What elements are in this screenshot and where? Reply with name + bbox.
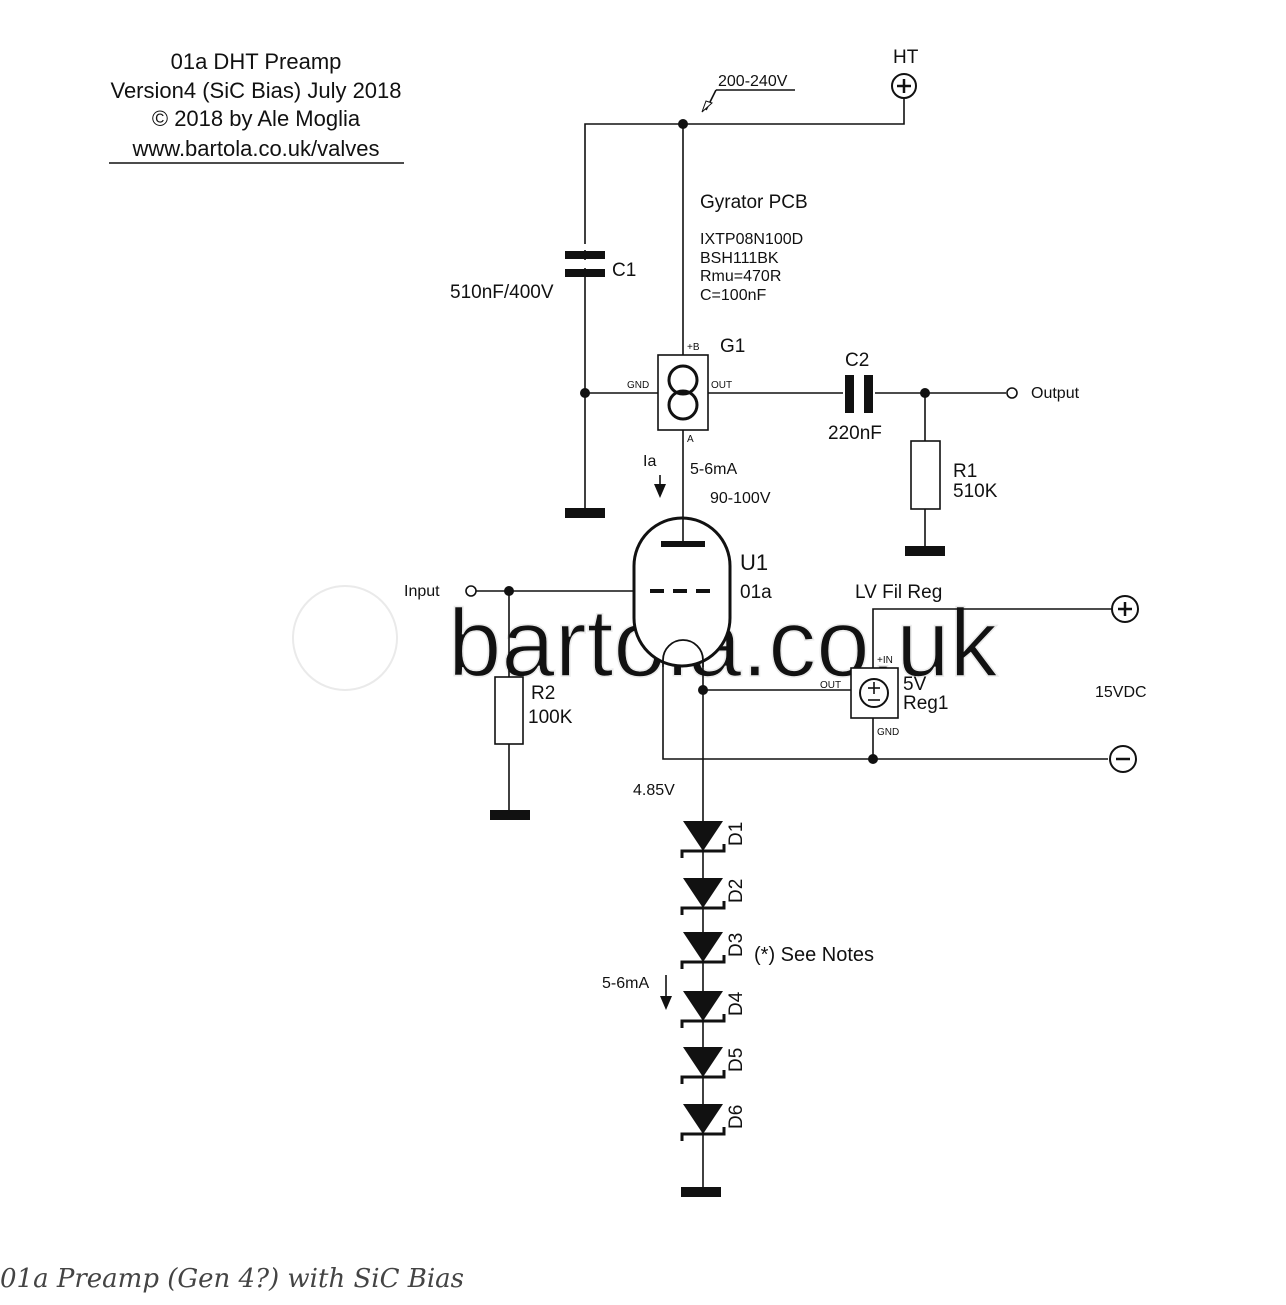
diode-d3: D3 bbox=[680, 932, 747, 969]
diode-d1: D1 bbox=[680, 821, 747, 858]
ht-rail: HT 200-240V bbox=[584, 47, 919, 518]
regulator-pin-in: +IN bbox=[877, 655, 893, 666]
anode-current-label: 5-6mA bbox=[690, 461, 737, 478]
figure-caption: 01a Preamp (Gen 4?) with SiC Bias bbox=[0, 1264, 465, 1294]
gyrator-pin-a: A bbox=[687, 434, 694, 445]
input-label: Input bbox=[404, 583, 440, 600]
output-terminal bbox=[1006, 387, 1018, 399]
gyrator-title: Gyrator PCB bbox=[700, 192, 808, 213]
diode-d2: D2 bbox=[680, 878, 747, 915]
ht-voltage-label: 200-240V bbox=[718, 73, 788, 90]
regulator-voltage: 5V bbox=[903, 674, 927, 695]
r2-value: 100K bbox=[528, 707, 573, 728]
diode-d4: D4 bbox=[680, 991, 747, 1028]
regulator-title: LV Fil Reg bbox=[855, 582, 942, 603]
c1-name: C1 bbox=[612, 260, 636, 281]
ground-symbol bbox=[681, 1187, 721, 1197]
title-line-2: Version4 (SiC Bias) July 2018 bbox=[110, 78, 401, 103]
regulator-pin-gnd: GND bbox=[877, 727, 899, 738]
diode-current-label: 5-6mA bbox=[602, 975, 649, 992]
resistor-r1: R1 510K bbox=[905, 393, 998, 556]
notes-label: (*) See Notes bbox=[754, 944, 874, 966]
gyrator-spec-1: IXTP08N100D bbox=[700, 231, 803, 248]
c2-value: 220nF bbox=[828, 423, 882, 444]
r1-name: R1 bbox=[953, 461, 977, 482]
input-terminal bbox=[465, 585, 477, 597]
gyrator-pin-out: OUT bbox=[711, 380, 732, 391]
ht-label: HT bbox=[893, 47, 919, 68]
diode-d6: D6 bbox=[680, 1104, 747, 1141]
r2-name: R2 bbox=[531, 683, 555, 704]
gyrator-pin-b: +B bbox=[687, 342, 700, 353]
gyrator-spec-2: BSH111BK bbox=[700, 250, 779, 267]
resistor-r2 bbox=[494, 676, 524, 745]
gyrator-ref: G1 bbox=[720, 336, 745, 357]
input-section: Input R2 100K bbox=[404, 583, 634, 820]
u1-type: 01a bbox=[740, 582, 772, 603]
anode-current-arrow: Ia 5-6mA 90-100V bbox=[643, 453, 771, 507]
gyrator-pin-gnd: GND bbox=[627, 380, 649, 391]
anode-voltage-label: 90-100V bbox=[710, 490, 771, 507]
regulator-pin-out: OUT bbox=[820, 680, 841, 691]
title-block: 01a DHT Preamp Version4 (SiC Bias) July … bbox=[109, 49, 404, 164]
u1-name: U1 bbox=[740, 550, 768, 575]
diode-label-d1: D1 bbox=[726, 822, 747, 846]
c2-name: C2 bbox=[845, 350, 869, 371]
title-line-4: www.bartola.co.uk/valves bbox=[132, 136, 380, 161]
gyrator-spec-4: C=100nF bbox=[700, 287, 766, 304]
regulator-ref: Reg1 bbox=[903, 693, 948, 714]
diode-current-arrow: 5-6mA bbox=[602, 975, 672, 1010]
output-label: Output bbox=[1031, 385, 1080, 402]
supply-terminals: 15VDC bbox=[1095, 595, 1147, 773]
diode-d5: D5 bbox=[680, 1047, 747, 1084]
triode-u1: U1 01a bbox=[632, 516, 772, 668]
diode-label-d6: D6 bbox=[726, 1105, 747, 1129]
capacitor-c2: C2 220nF bbox=[828, 350, 882, 444]
diode-label-d4: D4 bbox=[726, 991, 747, 1016]
ground-symbol bbox=[905, 546, 945, 556]
ia-label: Ia bbox=[643, 453, 656, 470]
cathode-voltage-label: 4.85V bbox=[633, 782, 675, 799]
diode-stack: D1 D2 D3 D4 D5 D6 bbox=[680, 821, 747, 1197]
r1-value: 510K bbox=[953, 481, 998, 502]
gyrator-g1: Gyrator PCB IXTP08N100D BSH111BK Rmu=470… bbox=[627, 192, 808, 445]
c1-value: 510nF/400V bbox=[450, 282, 554, 303]
diode-label-d5: D5 bbox=[726, 1048, 747, 1072]
gyrator-spec-3: Rmu=470R bbox=[700, 268, 781, 285]
ground-symbol bbox=[490, 810, 530, 820]
diode-label-d3: D3 bbox=[726, 933, 747, 957]
filament-regulator: LV Fil Reg +IN OUT GND 5V Reg1 bbox=[820, 582, 1112, 759]
ground-symbol bbox=[565, 508, 605, 518]
supply-label: 15VDC bbox=[1095, 684, 1147, 701]
capacitor-c1: C1 510nF/400V bbox=[450, 251, 636, 303]
title-line-3: © 2018 by Ale Moglia bbox=[152, 106, 361, 131]
title-line-1: 01a DHT Preamp bbox=[171, 49, 342, 74]
diode-label-d2: D2 bbox=[726, 879, 747, 903]
